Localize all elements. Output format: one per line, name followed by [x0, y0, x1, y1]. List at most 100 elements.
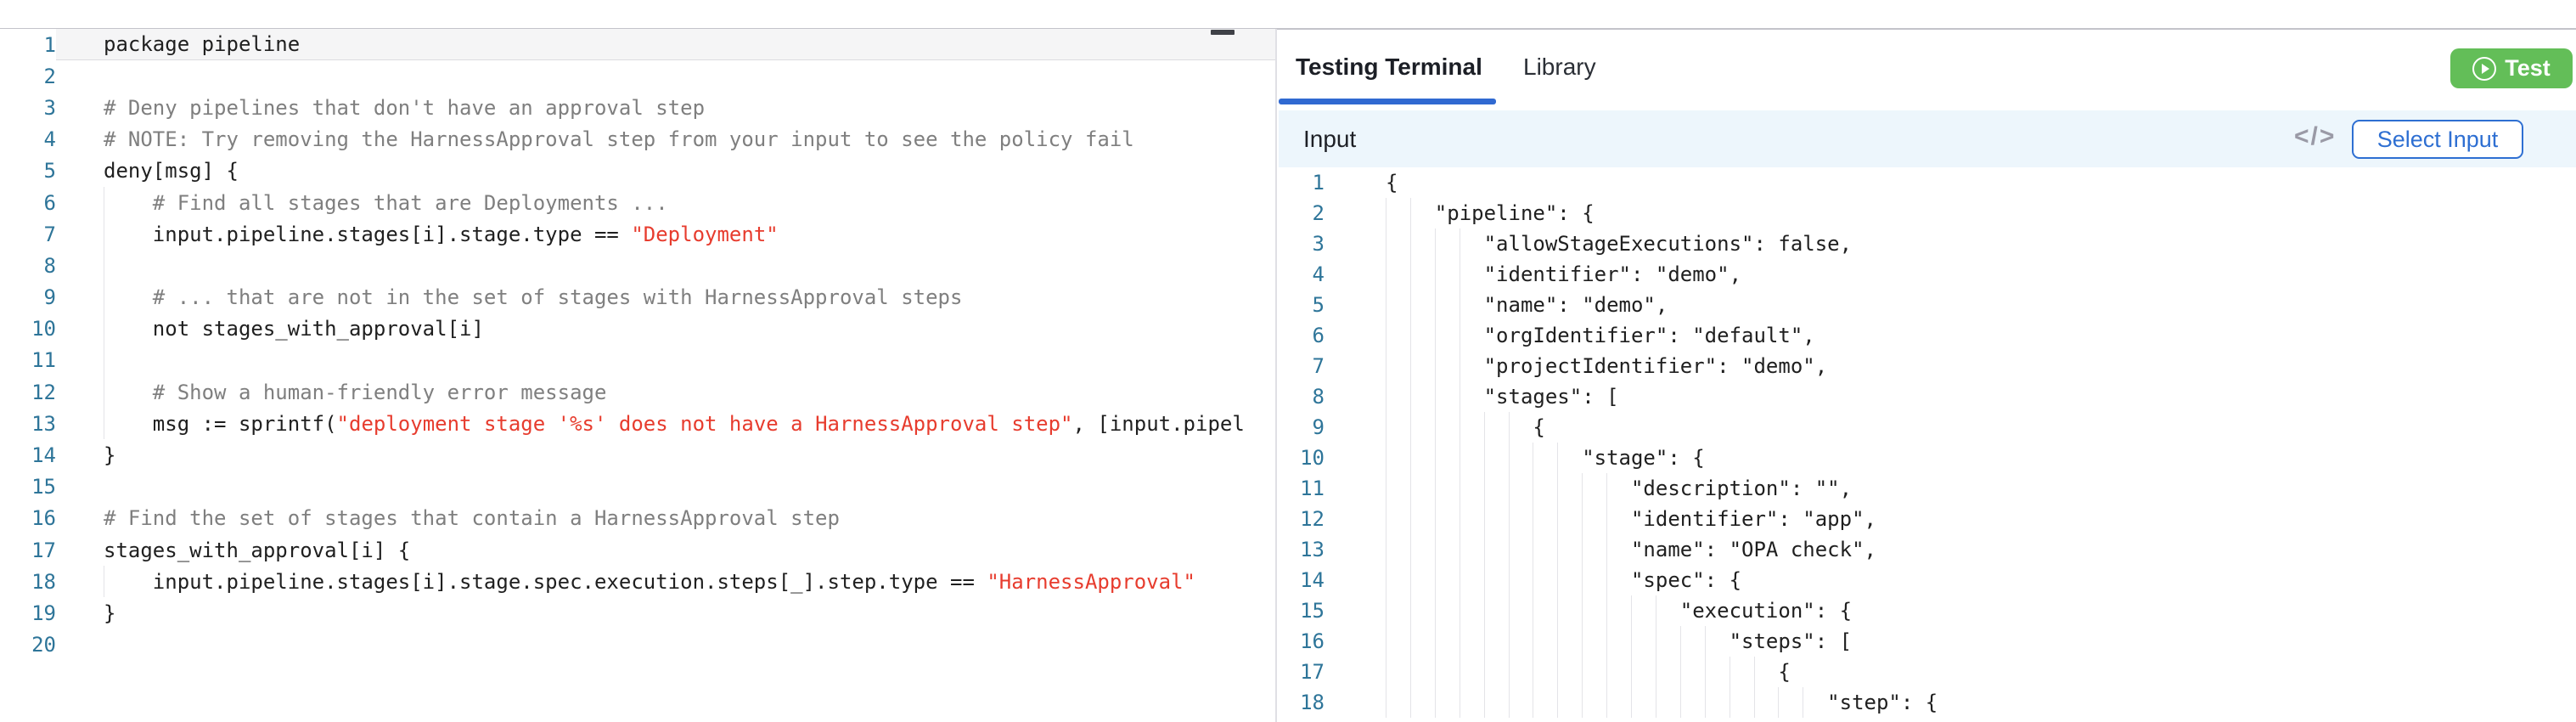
code-line[interactable]: 9 # ... that are not in the set of stage…: [0, 281, 1275, 313]
indent-guide: [1409, 351, 1411, 381]
code-line[interactable]: 15 "execution": {: [1279, 595, 2576, 626]
code-line[interactable]: 11 "description": "",: [1279, 473, 2576, 504]
indent-guide: [1606, 473, 1608, 504]
code-text: "pipeline": {: [1325, 198, 2576, 228]
code-line[interactable]: 15: [0, 471, 1275, 503]
code-line[interactable]: 11: [0, 344, 1275, 377]
code-line[interactable]: 18 "step": {: [1279, 687, 2576, 718]
input-json-editor[interactable]: 1{2 "pipeline": {3 "allowStageExecutions…: [1279, 167, 2576, 722]
code-line[interactable]: 13 "name": "OPA check",: [1279, 534, 2576, 565]
code-line[interactable]: 4# NOTE: Try removing the HarnessApprova…: [0, 124, 1275, 155]
code-line[interactable]: 8: [0, 250, 1275, 282]
testing-tabs-bar: Testing Terminal Library: [1279, 30, 2576, 110]
indent-guide: [1606, 565, 1608, 595]
indent-guide: [1631, 687, 1632, 718]
tab-testing-terminal[interactable]: Testing Terminal: [1296, 54, 1482, 80]
indent-guide: [1483, 565, 1485, 595]
code-line[interactable]: 2 "pipeline": {: [1279, 198, 2576, 228]
code-line[interactable]: 7 "projectIdentifier": "demo",: [1279, 351, 2576, 381]
indent-guide: [1606, 687, 1608, 718]
code-line[interactable]: 7 input.pipeline.stages[i].stage.type ==…: [0, 218, 1275, 251]
line-number: 7: [43, 222, 56, 246]
indent-guide: [1483, 473, 1485, 504]
code-line[interactable]: 10 not stages_with_approval[i]: [0, 313, 1275, 345]
code-text: # Show a human-friendly error message: [56, 376, 1275, 409]
code-text: msg := sprintf("deployment stage '%s' do…: [56, 408, 1275, 440]
code-line[interactable]: 4 "identifier": "demo",: [1279, 259, 2576, 290]
code-line[interactable]: 14}: [0, 439, 1275, 471]
code-text: "step": {: [1325, 687, 2576, 718]
line-number: 8: [1312, 385, 1325, 409]
line-number: 1: [43, 32, 56, 57]
code-line[interactable]: 13 msg := sprintf("deployment stage '%s'…: [0, 408, 1275, 440]
indent-guide: [1434, 351, 1436, 381]
indent-guide: [1508, 626, 1510, 657]
code-line[interactable]: 18 input.pipeline.stages[i].stage.spec.e…: [0, 566, 1275, 598]
code-line[interactable]: 5 "name": "demo",: [1279, 290, 2576, 320]
code-text: not stages_with_approval[i]: [56, 313, 1275, 345]
code-line[interactable]: 12 "identifier": "app",: [1279, 504, 2576, 534]
line-number: 4: [43, 127, 56, 152]
code-line[interactable]: 20: [0, 629, 1275, 661]
code-line[interactable]: 12 # Show a human-friendly error message: [0, 376, 1275, 409]
code-text: "identifier": "app",: [1325, 504, 2576, 534]
test-button[interactable]: Test: [2450, 48, 2573, 88]
code-line[interactable]: 16 "steps": [: [1279, 626, 2576, 657]
indent-guide: [1704, 687, 1706, 718]
code-line[interactable]: 6 "orgIdentifier": "default",: [1279, 320, 2576, 351]
indent-guide: [1434, 473, 1436, 504]
indent-guide: [1631, 626, 1632, 657]
code-line[interactable]: 14 "spec": {: [1279, 565, 2576, 595]
line-number: 11: [31, 348, 56, 373]
code-text: package pipeline: [56, 29, 1275, 61]
line-number: 3: [43, 95, 56, 120]
line-number: 13: [31, 411, 56, 436]
code-text: [56, 471, 1275, 503]
indent-guide: [1582, 595, 1583, 626]
code-line[interactable]: 2: [0, 60, 1275, 92]
code-line[interactable]: 19}: [0, 597, 1275, 629]
select-input-button[interactable]: Select Input: [2352, 120, 2523, 159]
code-brackets-icon[interactable]: </>: [2294, 122, 2337, 150]
indent-guide: [1679, 657, 1681, 687]
code-line[interactable]: 10 "stage": {: [1279, 443, 2576, 473]
code-line[interactable]: 9 {: [1279, 412, 2576, 443]
code-line[interactable]: 1{: [1279, 167, 2576, 198]
code-line[interactable]: 16# Find the set of stages that contain …: [0, 503, 1275, 534]
code-text: "orgIdentifier": "default",: [1325, 320, 2576, 351]
code-line[interactable]: 5 deny[msg] {: [0, 155, 1275, 187]
code-line[interactable]: 3 "allowStageExecutions": false,: [1279, 228, 2576, 259]
code-text: "description": "",: [1325, 473, 2576, 504]
active-tab-underline: [1279, 99, 1496, 104]
indent-guide: [1409, 657, 1411, 687]
indent-guide: [1557, 443, 1559, 473]
collapse-editor-minus-icon[interactable]: [1211, 30, 1235, 35]
pane-divider[interactable]: [1275, 29, 1277, 722]
line-number: 20: [31, 633, 56, 657]
code-text: input.pipeline.stages[i].stage.type == "…: [56, 218, 1275, 251]
code-line[interactable]: 3# Deny pipelines that don't have an app…: [0, 92, 1275, 123]
indent-guide: [1582, 504, 1583, 534]
line-number: 19: [31, 601, 56, 625]
line-number: 5: [43, 159, 56, 183]
tab-library[interactable]: Library: [1523, 54, 1596, 80]
line-number: 7: [1312, 354, 1325, 378]
indent-guide: [1409, 504, 1411, 534]
code-line[interactable]: 8 "stages": [: [1279, 381, 2576, 412]
play-circle-icon: [2472, 56, 2497, 81]
indent-guide: [1557, 473, 1559, 504]
indent-guide: [1582, 534, 1583, 565]
indent-guide: [1434, 504, 1436, 534]
code-text: deny[msg] {: [104, 159, 239, 183]
indent-guide: [1778, 687, 1780, 718]
indent-guide: [1483, 626, 1485, 657]
indent-guide: [1631, 595, 1632, 626]
indent-guide: [1483, 595, 1485, 626]
line-number: 16: [1300, 629, 1325, 653]
code-line[interactable]: 6 # Find all stages that are Deployments…: [0, 186, 1275, 219]
code-line[interactable]: 17 {: [1279, 657, 2576, 687]
indent-guide: [1704, 657, 1706, 687]
